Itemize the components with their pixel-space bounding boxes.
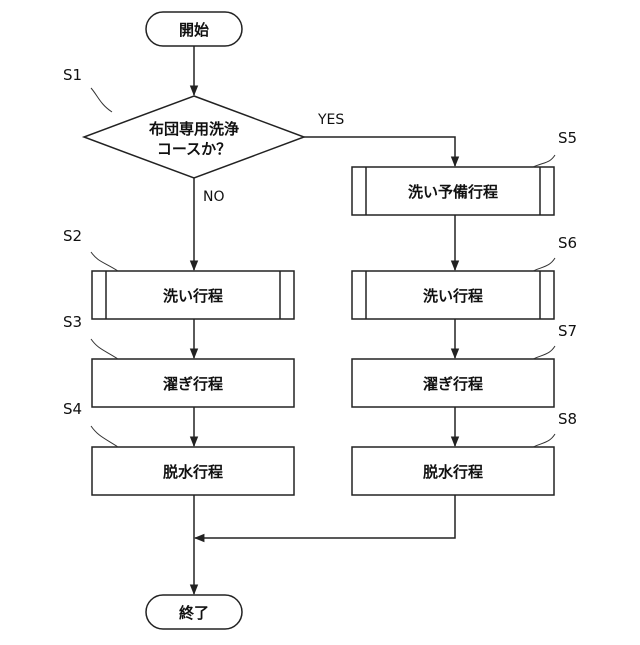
step-label-s1: S1 [63,66,82,84]
decision-node: 布団専用洗浄 コースか？ [84,96,304,178]
process-s3: 濯ぎ行程 [92,359,294,407]
leader-s6 [533,258,555,271]
leader-s3 [91,339,118,359]
leader-s5 [533,155,555,167]
leader-s1 [91,88,112,112]
start-label: 開始 [179,21,209,39]
step-label-s2: S2 [63,227,82,245]
process-label-s4: 脱水行程 [163,463,223,481]
process-label-s6: 洗い行程 [423,287,483,305]
process-s5: 洗い予備行程 [352,167,554,215]
step-label-s5: S5 [558,129,577,147]
process-label-s7: 濯ぎ行程 [423,375,483,393]
leader-s4 [91,426,118,447]
process-s7: 濯ぎ行程 [352,359,554,407]
step-label-s7: S7 [558,322,577,340]
leader-s2 [91,252,118,271]
yes-label: YES [317,112,344,128]
leader-s7 [533,346,555,359]
process-s6: 洗い行程 [352,271,554,319]
decision-label-line1: 布団専用洗浄 [149,120,239,138]
process-label-s8: 脱水行程 [423,463,483,481]
leader-s8 [533,434,555,447]
step-label-s8: S8 [558,410,577,428]
step-label-s3: S3 [63,313,82,331]
process-label-s5: 洗い予備行程 [408,183,498,201]
arrow-s8-merge [195,495,455,538]
process-label-s2: 洗い行程 [163,287,223,305]
start-node: 開始 [146,12,242,46]
process-label-s3: 濯ぎ行程 [163,375,223,393]
process-s8: 脱水行程 [352,447,554,495]
no-label: NO [203,189,225,205]
step-label-s4: S4 [63,400,82,418]
end-label: 終了 [179,604,209,622]
process-s4: 脱水行程 [92,447,294,495]
step-label-s6: S6 [558,234,577,252]
end-node: 終了 [146,595,242,629]
decision-label-line2: コースか？ [157,140,231,158]
process-s2: 洗い行程 [92,271,294,319]
arrow-yes [304,137,455,166]
